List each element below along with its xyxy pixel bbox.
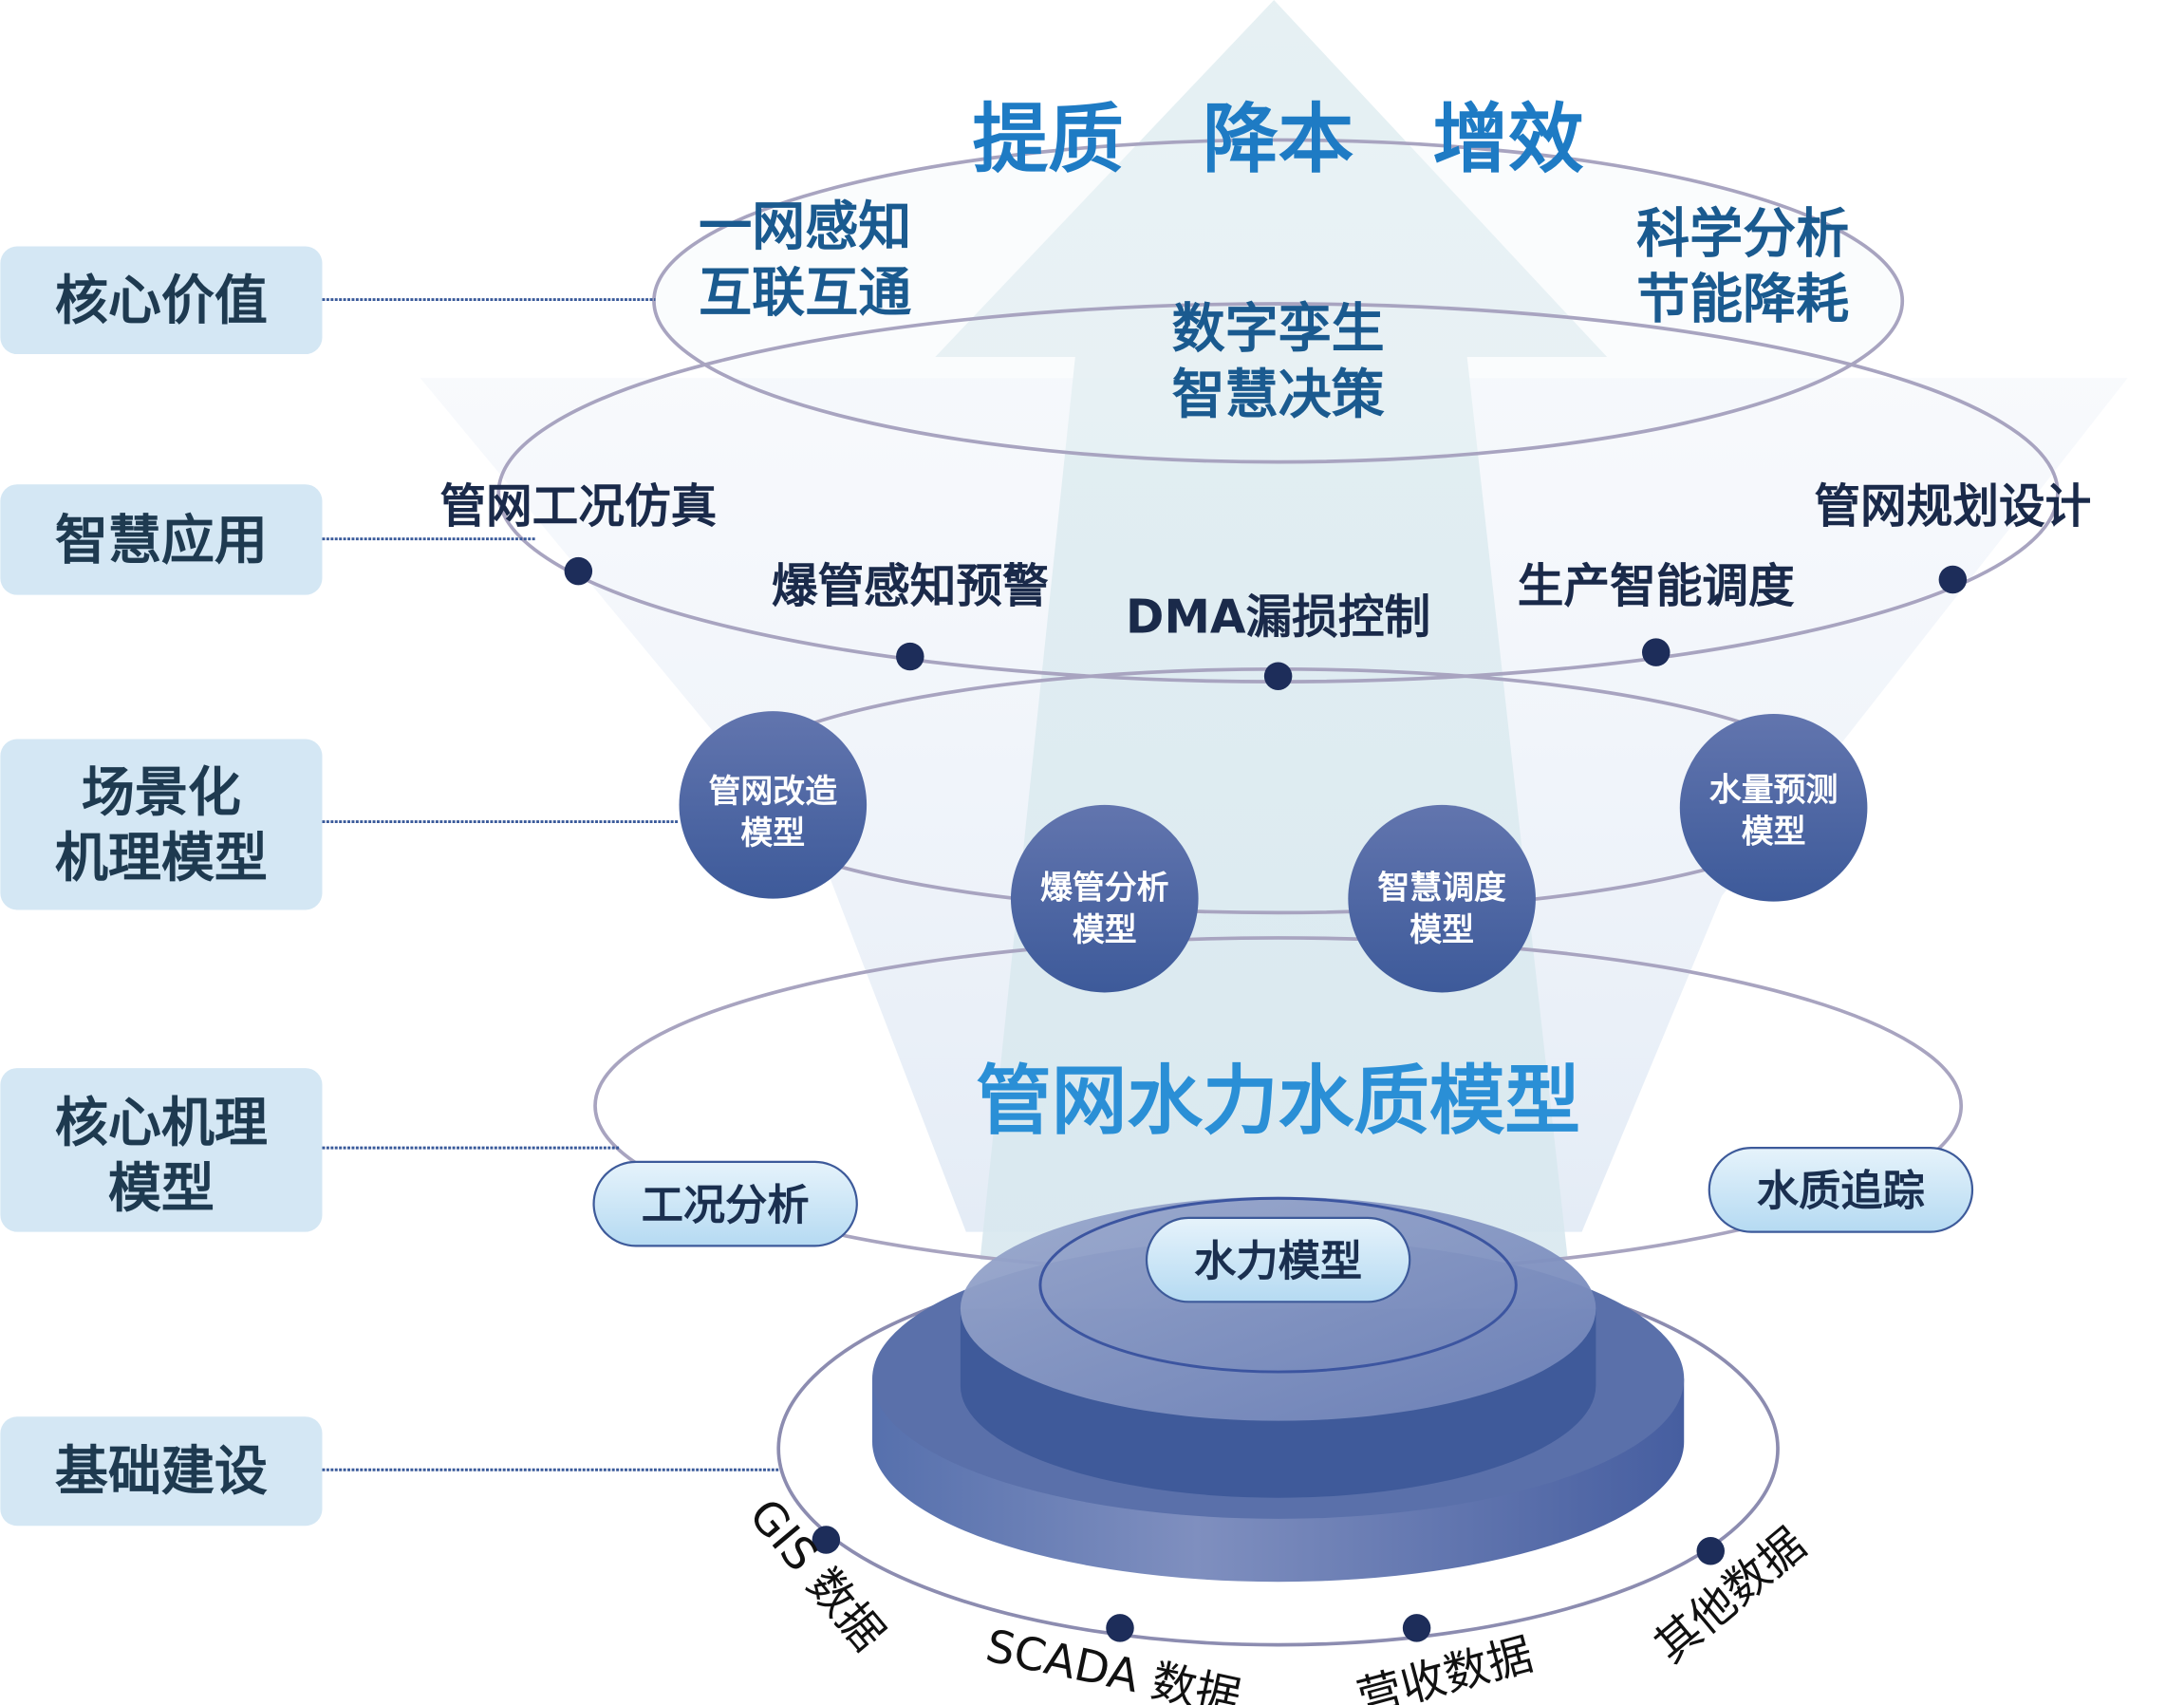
model-burst-analysis: 爆管分析 模型	[1010, 804, 1199, 993]
model-retrofit-line1: 管网改造	[708, 773, 837, 810]
model-burst-line2: 模型	[1073, 911, 1137, 948]
model-burst-line1: 爆管分析	[1040, 870, 1169, 907]
label-core-value-text: 核心价值	[55, 271, 268, 332]
model-retrofit: 管网改造 模型	[679, 711, 868, 899]
app-dispatch: 生产智能调度	[1518, 560, 1795, 613]
label-core-mechanism	[0, 1068, 323, 1232]
value-3-line2: 节能降耗	[1636, 270, 1849, 331]
pill-hydraulic-model: 水力模型	[1145, 1216, 1411, 1303]
value-2-line1: 数字孪生	[1172, 299, 1385, 361]
label-core-mechanism-line1: 核心机理	[55, 1093, 268, 1154]
value-2-line2: 智慧决策	[1172, 365, 1385, 426]
pill-condition-analysis-text: 工况分析	[642, 1181, 810, 1229]
model-forecast-line2: 模型	[1742, 814, 1806, 851]
label-infrastructure	[0, 1416, 323, 1527]
connector-lines	[322, 298, 779, 1471]
pill-hydraulic-model-text: 水力模型	[1194, 1237, 1362, 1285]
label-scenario-model-line2: 机理模型	[55, 828, 268, 890]
application-dots	[564, 556, 1968, 690]
label-smart-app-text: 智慧应用	[55, 510, 268, 571]
value-ring	[652, 138, 1905, 464]
data-gis: GIS 数据	[738, 1490, 894, 1661]
app-pipe-sim: 管网工况仿真	[439, 480, 717, 534]
label-smart-app	[0, 484, 323, 595]
value-3-line1: 科学分析	[1636, 203, 1849, 265]
app-dma-leak: DMA漏损控制	[1126, 590, 1430, 644]
core-model-title: 管网水力水质模型	[976, 1057, 1580, 1145]
app-planning: 管网规划设计	[1814, 480, 2091, 534]
label-infrastructure-text: 基础建设	[55, 1441, 268, 1503]
label-core-mechanism-line2: 模型	[108, 1158, 215, 1220]
pill-condition-analysis: 工况分析	[592, 1160, 858, 1247]
model-forecast-line1: 水量预测	[1709, 771, 1839, 808]
model-smart-dispatch: 智慧调度 模型	[1348, 804, 1536, 993]
model-demand-forecast: 水量预测 模型	[1679, 714, 1868, 902]
model-retrofit-line2: 模型	[740, 815, 805, 852]
value-1-line1: 一网感知	[699, 197, 911, 258]
data-other: 其他数据	[1645, 1518, 1816, 1673]
model-dispatch-line2: 模型	[1409, 911, 1474, 948]
label-core-value	[0, 246, 323, 355]
value-1-line2: 互联互通	[699, 262, 911, 324]
model-dispatch-line1: 智慧调度	[1377, 870, 1506, 907]
platform-cylinder	[871, 1196, 1685, 1583]
data-dots	[812, 1526, 1725, 1642]
label-scenario-model	[0, 739, 323, 910]
goal-title: 提质 降本 增效	[973, 95, 1584, 183]
label-scenario-model-line1: 场景化	[82, 762, 241, 824]
pill-quality-tracking: 水质追踪	[1708, 1147, 1974, 1233]
left-labels: 核心价值 智慧应用 场景化 机理模型 核心机理 模型 基础建设	[0, 246, 323, 1527]
app-burst-warning: 爆管感知预警	[772, 560, 1049, 613]
pill-quality-tracking-text: 水质追踪	[1757, 1168, 1925, 1216]
